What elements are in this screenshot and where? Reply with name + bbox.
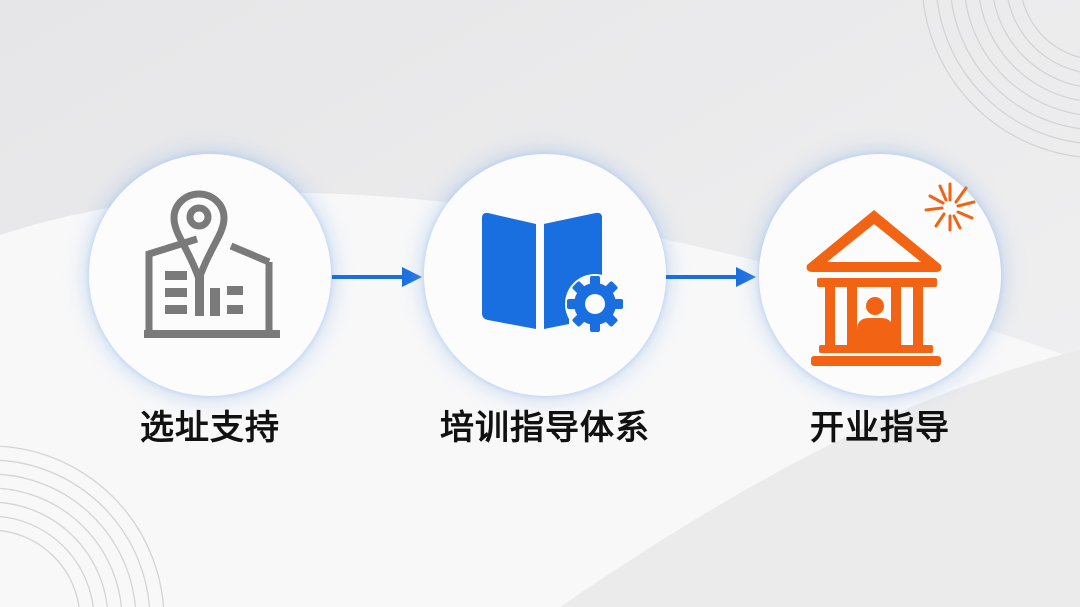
step-3-circle [759,154,1001,396]
arrow-right-icon [332,267,422,287]
step-1-label: 选址支持 [140,408,280,448]
step-1-circle [89,154,331,396]
arrow-right-icon [666,267,756,287]
temple-person-fireworks-icon [806,182,976,366]
step-2-label: 培训指导体系 [440,408,650,448]
building-location-pin-icon [144,190,280,338]
step-3-label: 开业指导 [810,408,950,448]
decorative-rings-bottom-left [0,445,165,607]
decorative-rings-top-right [922,0,1080,158]
book-gear-icon [482,212,625,334]
step-2-circle [424,154,666,396]
